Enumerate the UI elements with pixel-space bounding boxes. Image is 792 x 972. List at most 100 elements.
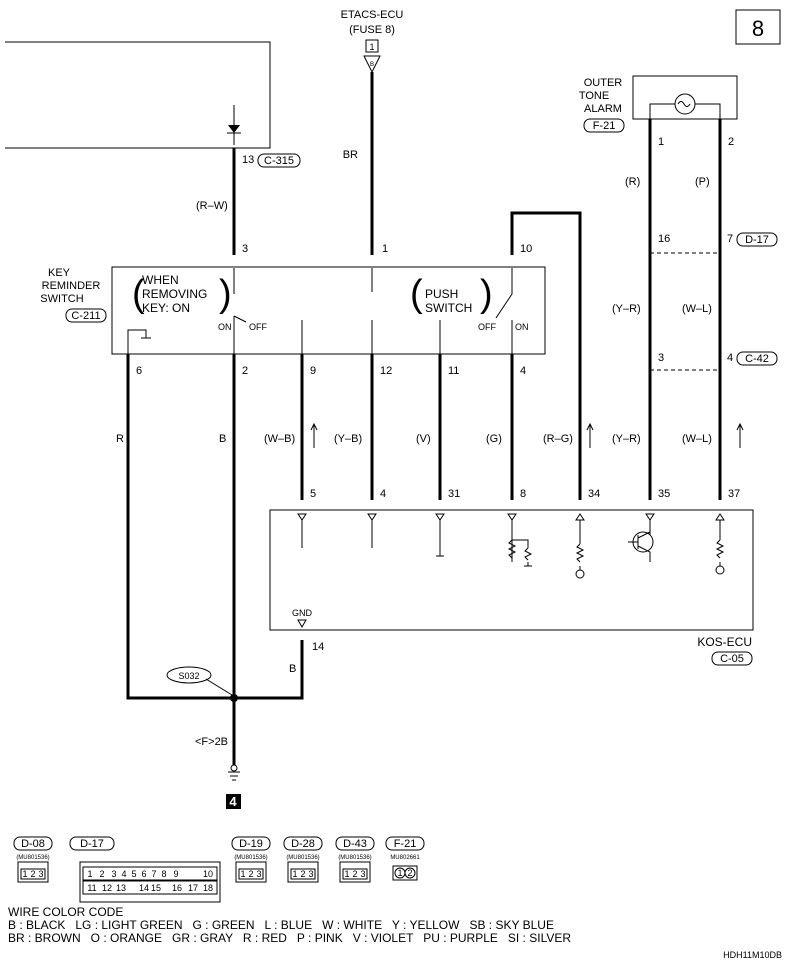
wire-yr-upper: (Y–R) xyxy=(612,303,641,315)
svg-text:1: 1 xyxy=(87,869,92,879)
ecu-pin-31: 31 xyxy=(448,488,460,500)
pin-10: 10 xyxy=(520,243,532,255)
svg-text:2: 2 xyxy=(407,868,412,878)
wire-code-line2: BR : BROWN O : ORANGE GR : GRAY R : RED … xyxy=(8,931,572,945)
switch-stubs xyxy=(301,268,441,354)
svg-text:3: 3 xyxy=(256,869,261,879)
alarm-l1: OUTER xyxy=(584,77,623,89)
svg-text:10: 10 xyxy=(203,869,213,879)
ecu-pin-37: 37 xyxy=(728,488,740,500)
svg-text:2: 2 xyxy=(352,869,357,879)
wire-yb-label: (Y–B) xyxy=(334,433,362,445)
switch-when2: REMOVING xyxy=(142,287,207,301)
ecu-pin-14: 14 xyxy=(312,641,324,653)
wire-rg-label: (R–G) xyxy=(543,433,573,445)
connector-f21: F-21 MU802661 1 2 xyxy=(385,836,425,881)
ecu-input-triangles xyxy=(297,513,725,521)
connector-d19: D-19 (MU801536) 1 2 3 xyxy=(231,836,271,883)
conn-c42-box xyxy=(736,351,778,366)
diode-symbol xyxy=(228,125,240,133)
svg-text:F-21: F-21 xyxy=(394,838,417,850)
wire-r xyxy=(126,354,304,700)
alarm-box xyxy=(632,75,738,120)
wire-p-alarm: (P) xyxy=(695,176,710,188)
wire-g-label: (G) xyxy=(486,433,502,445)
ecu-gnd-triangle xyxy=(297,619,307,629)
etacs-terminal: 1 xyxy=(369,42,374,52)
page-number: 8 xyxy=(752,16,764,41)
alarm-l3: ALARM xyxy=(584,103,622,115)
ground-number-box xyxy=(226,794,241,809)
switch-push1: PUSH xyxy=(425,287,458,301)
svg-text:2: 2 xyxy=(99,869,104,879)
svg-text:9: 9 xyxy=(173,869,178,879)
ecu-pin-35: 35 xyxy=(658,488,670,500)
svg-text:13: 13 xyxy=(116,883,126,893)
switch-l3: SWITCH xyxy=(40,293,83,305)
svg-text:3: 3 xyxy=(308,869,313,879)
switch-on: ON xyxy=(218,322,232,332)
pin-6: 6 xyxy=(136,365,142,377)
etacs-title: ETACS-ECU xyxy=(341,9,404,21)
svg-text:MU802661: MU802661 xyxy=(390,855,420,861)
pin-13: 13 xyxy=(242,154,254,166)
page-number-box xyxy=(735,9,781,45)
upstream-component-outline xyxy=(5,41,271,149)
wire-code-line1: B : BLACK LG : LIGHT GREEN G : GREEN L :… xyxy=(8,918,554,932)
footer-code: HDH11M10DB xyxy=(723,950,782,960)
switch-connector: C-211 xyxy=(71,310,100,322)
etacs-pin-triangle xyxy=(363,55,381,74)
wire-wl-label: (W–L) xyxy=(682,433,712,445)
signal-arrows xyxy=(310,422,744,448)
switch-when1: WHEN xyxy=(142,273,179,287)
switch-paren-r2: ) xyxy=(480,273,493,315)
pin-7: 7 xyxy=(727,233,733,245)
etacs-terminal-box xyxy=(365,39,379,53)
alarm-wave xyxy=(677,101,691,107)
conn-d17: D-17 xyxy=(745,234,769,246)
switch-ground xyxy=(127,329,151,354)
splice-ellipse xyxy=(166,666,212,684)
alarm-connector: F-21 xyxy=(593,120,616,132)
conn-d17-box xyxy=(736,232,778,247)
alarm-pin2: 2 xyxy=(728,136,734,148)
switch-push2: SWITCH xyxy=(425,301,472,315)
svg-text:2: 2 xyxy=(300,869,305,879)
svg-text:4: 4 xyxy=(121,869,126,879)
svg-text:2: 2 xyxy=(248,869,253,879)
conn-c315: C-315 xyxy=(264,155,294,167)
pin-9: 9 xyxy=(310,365,316,377)
switch-paren-l: ( xyxy=(132,273,145,315)
ecu-transistor-leads xyxy=(628,531,651,562)
ground-label: <F>2B xyxy=(195,736,228,748)
svg-text:1: 1 xyxy=(22,869,27,879)
switch-l2: REMINDER xyxy=(42,280,101,292)
conn-c315-box xyxy=(257,153,301,168)
pin-11: 11 xyxy=(448,365,459,377)
switch-paren-l2: ( xyxy=(410,273,423,315)
svg-text:1: 1 xyxy=(240,869,245,879)
svg-text:D-08: D-08 xyxy=(21,838,45,850)
switch-conn-box xyxy=(65,308,107,323)
svg-text:(MU801536): (MU801536) xyxy=(234,855,267,861)
svg-text:12: 12 xyxy=(102,883,112,893)
wire-br-label: BR xyxy=(343,149,358,161)
svg-text:1: 1 xyxy=(344,869,349,879)
etacs-pin: B xyxy=(370,62,374,68)
ecu-internal-circuits xyxy=(301,520,721,570)
connector-d08: D-08 (MU801536) 1 2 3 xyxy=(13,836,53,883)
switch-off: OFF xyxy=(249,322,267,332)
ecu-name: KOS-ECU xyxy=(697,635,752,649)
switch-off2: OFF xyxy=(478,322,496,332)
ecu-pin-8: 8 xyxy=(520,488,526,500)
svg-text:D-19: D-19 xyxy=(239,838,263,850)
ecu-gnd: GND xyxy=(292,608,313,618)
svg-text:17: 17 xyxy=(188,883,198,893)
svg-text:(MU801536): (MU801536) xyxy=(16,855,49,861)
pin-16: 16 xyxy=(658,233,670,245)
wire-wb-label: (W–B) xyxy=(264,433,295,445)
etacs-fuse-label: (FUSE 8) xyxy=(349,24,395,36)
wire-yr-label: (Y–R) xyxy=(612,433,641,445)
conn-c42: C-42 xyxy=(745,353,769,365)
alarm-conn-box xyxy=(583,118,625,133)
